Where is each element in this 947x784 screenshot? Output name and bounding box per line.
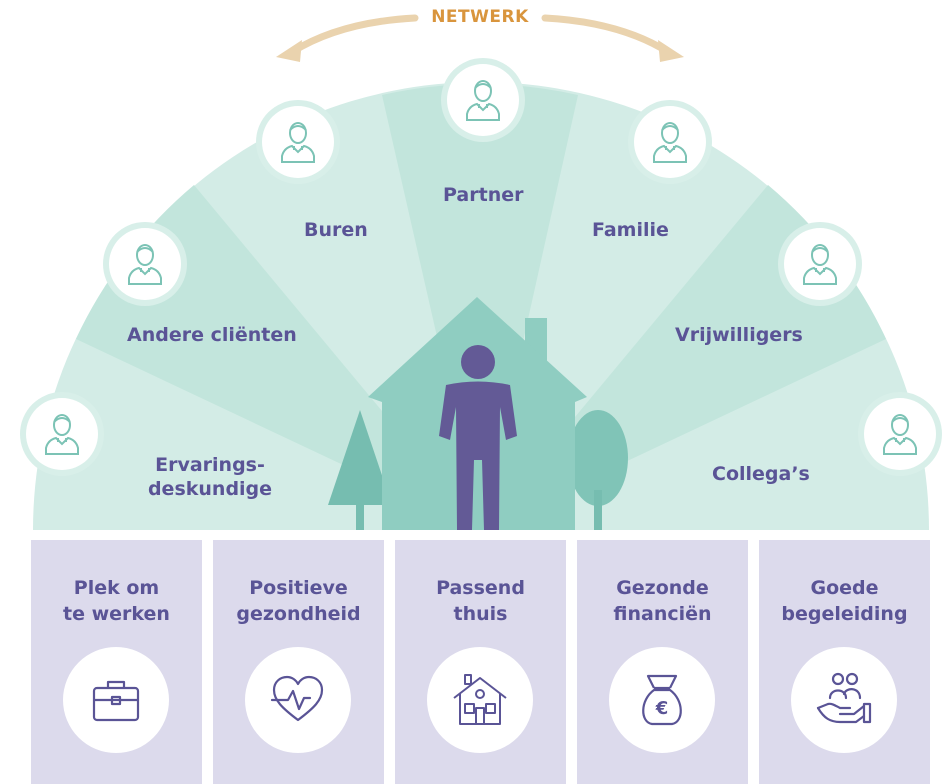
person-icon <box>653 122 687 163</box>
pillar-title: Plek om te werken <box>63 577 170 625</box>
member-label-ervaringsdeskundige: Ervarings- deskundige <box>147 454 273 500</box>
bubble-collegas <box>858 392 942 476</box>
pillar-icon-circle <box>245 647 351 753</box>
money-bag-icon: € <box>642 674 682 726</box>
svg-text:€: € <box>655 698 669 719</box>
bubble-vrijwilligers <box>778 222 862 306</box>
pillar-title: Passend thuis <box>436 577 525 625</box>
member-label-andere-clienten: Andere cliënten <box>127 324 297 346</box>
person-icon <box>466 80 500 121</box>
briefcase-icon <box>92 680 140 722</box>
person-icon <box>45 414 79 455</box>
round-tree <box>568 410 628 530</box>
helping-hand-icon <box>816 672 872 724</box>
member-label-buren: Buren <box>304 219 368 241</box>
central-person-icon <box>439 345 517 530</box>
bubble-andere-clienten <box>103 222 187 306</box>
bubble-buren <box>256 100 340 184</box>
bubble-partner <box>441 58 525 142</box>
person-icon <box>281 122 315 163</box>
pillar-icon-circle <box>63 647 169 753</box>
pillar-card-werk: Plek om te werken <box>31 540 202 784</box>
pillar-title: Positieve gezondheid <box>236 577 361 625</box>
pillar-card-begeleiding: Goede begeleiding <box>759 540 930 784</box>
member-label-vrijwilligers: Vrijwilligers <box>675 324 803 346</box>
person-icon <box>803 244 837 285</box>
person-icon <box>128 244 162 285</box>
house-icon <box>453 674 507 725</box>
member-label-partner: Partner <box>443 184 524 206</box>
network-label: NETWERK <box>431 7 529 27</box>
bubble-familie <box>628 100 712 184</box>
pillar-icon-circle <box>791 647 897 753</box>
pillar-icon-circle <box>427 647 533 753</box>
pine-tree <box>328 410 392 530</box>
pillar-title: Gezonde financiën <box>613 577 712 625</box>
person-icon <box>883 414 917 455</box>
member-label-collegas: Collega’s <box>712 463 810 485</box>
pillar-title: Goede begeleiding <box>781 577 908 625</box>
pillar-card-gezondheid: Positieve gezondheid <box>213 540 384 784</box>
pillar-card-thuis: Passend thuis <box>395 540 566 784</box>
pillar-card-financien: Gezonde financiën € <box>577 540 748 784</box>
pillar-icon-circle: € <box>609 647 715 753</box>
member-label-familie: Familie <box>592 219 669 241</box>
heart-pulse-icon <box>270 675 324 722</box>
network-arrow <box>276 14 684 62</box>
bubble-ervaringsdeskundige <box>20 392 104 476</box>
